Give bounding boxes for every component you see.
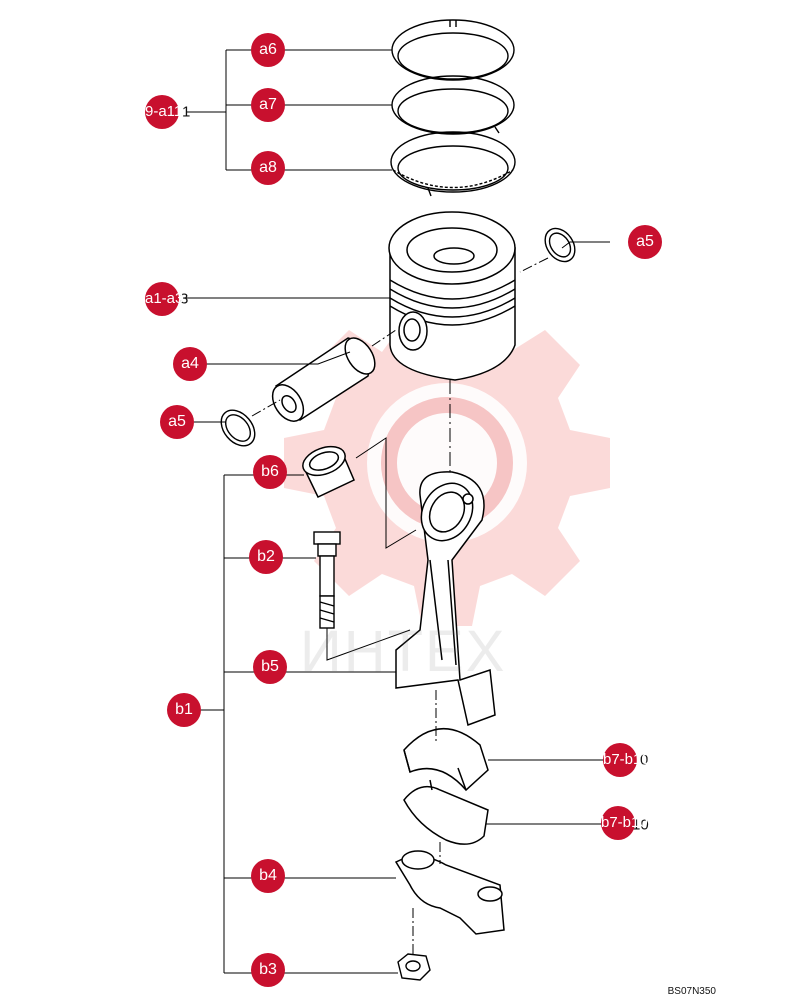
callout-a4[interactable]: a4 <box>173 347 207 381</box>
piston <box>388 211 516 381</box>
piston-ring-middle <box>391 75 515 135</box>
connecting-rod-cap <box>394 850 505 935</box>
callout-b3[interactable]: b3 <box>251 953 285 987</box>
callout-b2[interactable]: b2 <box>249 540 283 574</box>
callout-a9-a11[interactable]: 9-a11 <box>145 95 182 129</box>
watermark-text: ИНТЕХ <box>300 619 507 684</box>
callout-b6[interactable]: b6 <box>253 455 287 489</box>
ref-text-b7-b10-upper: 0 <box>640 751 649 769</box>
connecting-rod-bolt <box>313 531 341 629</box>
diagram-code: BS07N350 <box>667 986 716 997</box>
connecting-rod-nut <box>397 953 431 981</box>
callout-a5-left[interactable]: a5 <box>160 405 194 439</box>
bushing <box>302 445 355 498</box>
snap-ring-left <box>220 409 256 447</box>
callout-b7-b10-upper[interactable]: b7-b10 <box>603 743 650 777</box>
callout-b1[interactable]: b1 <box>167 693 201 727</box>
ref-text-b7-b10-lower: 10 <box>632 816 649 834</box>
ref-text-a9-a11: 1 <box>182 103 191 121</box>
callout-b4[interactable]: b4 <box>251 859 285 893</box>
callout-a1-a3[interactable]: a1-a3 <box>145 282 183 316</box>
callout-b5[interactable]: b5 <box>253 650 287 684</box>
piston-ring-top <box>391 19 515 81</box>
piston-pin <box>271 337 376 422</box>
callout-a8[interactable]: a8 <box>251 151 285 185</box>
bearing-lower-shell <box>403 779 489 845</box>
bearing-upper-shell <box>403 728 489 792</box>
piston-ring-oil <box>390 131 516 197</box>
connecting-rod <box>395 471 496 727</box>
callout-b7-b10-lower[interactable]: b7-b10 <box>601 806 648 840</box>
ref-text-a1-a3: 3 <box>180 290 189 308</box>
assembly-lines <box>251 257 549 956</box>
callout-a7[interactable]: a7 <box>251 88 285 122</box>
callout-a5-top[interactable]: a5 <box>628 225 662 259</box>
snap-ring-right <box>544 227 576 263</box>
callout-a6[interactable]: a6 <box>251 33 285 67</box>
